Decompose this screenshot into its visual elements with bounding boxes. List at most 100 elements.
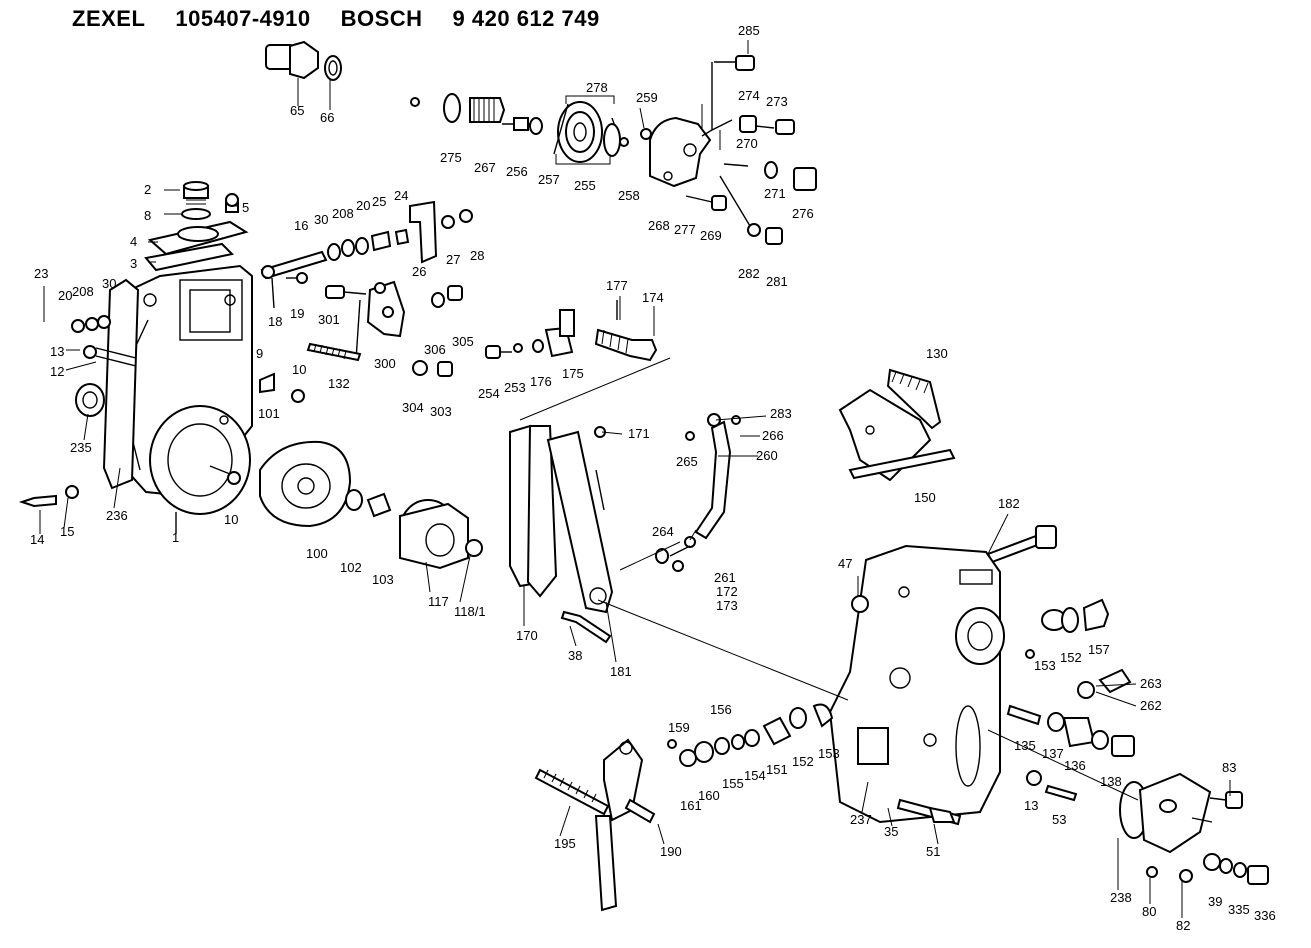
part-label: 26: [412, 264, 426, 279]
part-label: 208: [332, 206, 354, 221]
part-label: 255: [574, 178, 596, 193]
part-label: 83: [1222, 760, 1236, 775]
part-label: 273: [766, 94, 788, 109]
part-number-labels: 285 65 66 278 259 274 273 270 275 267 25…: [30, 23, 1276, 933]
part-label: 132: [328, 376, 350, 391]
part-label: 66: [320, 110, 334, 125]
part-label: 268: [648, 218, 670, 233]
part-label: 195: [554, 836, 576, 851]
part-label: 304: [402, 400, 424, 415]
part-label: 176: [530, 374, 552, 389]
part-label: 152: [1060, 650, 1082, 665]
fitting-65-66: [265, 40, 342, 81]
main-housing-1: [75, 264, 253, 534]
part-label: 80: [1142, 904, 1156, 919]
part-label: 157: [1088, 642, 1110, 657]
part-label: 156: [710, 702, 732, 717]
part-label: 172: [716, 584, 738, 599]
part-label: 117: [428, 594, 449, 609]
part-label: 18: [268, 314, 282, 329]
part-label: 12: [50, 364, 64, 379]
part-label: 136: [1064, 758, 1086, 773]
part-label: 277: [674, 222, 696, 237]
part-label: 336: [1254, 908, 1276, 923]
part-label: 152: [792, 754, 814, 769]
part-label: 177: [606, 278, 628, 293]
maker-label: BOSCH: [340, 6, 423, 31]
part-label: 274: [738, 88, 760, 103]
part-label: 235: [70, 440, 92, 455]
part-label: 208: [72, 284, 94, 299]
part-label: 101: [258, 406, 280, 421]
part-label: 238: [1110, 890, 1132, 905]
spring-bracket-130-150: [838, 368, 956, 482]
part-label: 260: [756, 448, 778, 463]
part-label: 14: [30, 532, 44, 547]
lever-spring-190-195: [534, 738, 656, 912]
part-label: 53: [1052, 812, 1066, 827]
part-label: 154: [744, 768, 766, 783]
part-label: 281: [766, 274, 788, 289]
part-label: 237: [850, 812, 872, 827]
shaft-assembly-16: [260, 200, 473, 309]
part-label: 283: [770, 406, 792, 421]
part-label: 282: [738, 266, 760, 281]
part-label: 25: [372, 194, 386, 209]
part-label: 16: [294, 218, 308, 233]
part-label: 3: [130, 256, 137, 271]
part-label: 51: [926, 844, 940, 859]
lever-assembly-300: [325, 280, 463, 361]
part-label: 270: [736, 136, 758, 151]
part-label: 181: [610, 664, 632, 679]
part-label: 174: [642, 290, 664, 305]
leader-lines: [39, 40, 1231, 918]
part-label: 137: [1042, 746, 1064, 761]
part-label: 261: [714, 570, 736, 585]
part-label: 2: [144, 182, 151, 197]
part-label: 13: [50, 344, 64, 359]
part-label: 20: [58, 288, 72, 303]
right-small-parts-152-263: [1025, 598, 1132, 699]
part-label: 267: [474, 160, 496, 175]
part-label: 30: [314, 212, 328, 227]
part-label: 15: [60, 524, 74, 539]
part-label: 275: [440, 150, 462, 165]
part-label: 173: [716, 598, 738, 613]
part-label: 20: [356, 198, 370, 213]
part-label: 259: [636, 90, 658, 105]
part-label: 100: [306, 546, 328, 561]
part-label: 264: [652, 524, 674, 539]
part-label: 130: [926, 346, 948, 361]
part-label: 303: [430, 404, 452, 419]
part-label: 8: [144, 208, 151, 223]
part-label: 153: [1034, 658, 1056, 673]
spring-132-group: [259, 342, 453, 403]
link-assembly-174-175: [485, 300, 658, 362]
part-label: 30: [102, 276, 116, 291]
bottom-right-parts: [896, 770, 1269, 885]
part-label: 269: [700, 228, 722, 243]
part-label: 153: [818, 746, 840, 761]
small-parts-left: [18, 315, 241, 508]
part-label: 150: [914, 490, 936, 505]
part-label: 82: [1176, 918, 1190, 933]
part-label: 118/1: [454, 604, 486, 619]
coupling-assembly-100-117: [259, 440, 483, 570]
lever-260-group: [655, 413, 741, 572]
part-label: 19: [290, 306, 304, 321]
alignment-lines: [519, 130, 1139, 801]
part-label: 135: [1014, 738, 1036, 753]
governor-housing: [828, 525, 1057, 824]
part-label: 335: [1228, 902, 1250, 917]
bosch-part-number: 9 420 612 749: [452, 6, 600, 31]
part-label: 102: [340, 560, 362, 575]
part-label: 175: [562, 366, 584, 381]
part-label: 236: [106, 508, 128, 523]
part-label: 103: [372, 572, 394, 587]
part-label: 4: [130, 234, 137, 249]
part-label: 138: [1100, 774, 1122, 789]
part-label: 151: [766, 762, 788, 777]
